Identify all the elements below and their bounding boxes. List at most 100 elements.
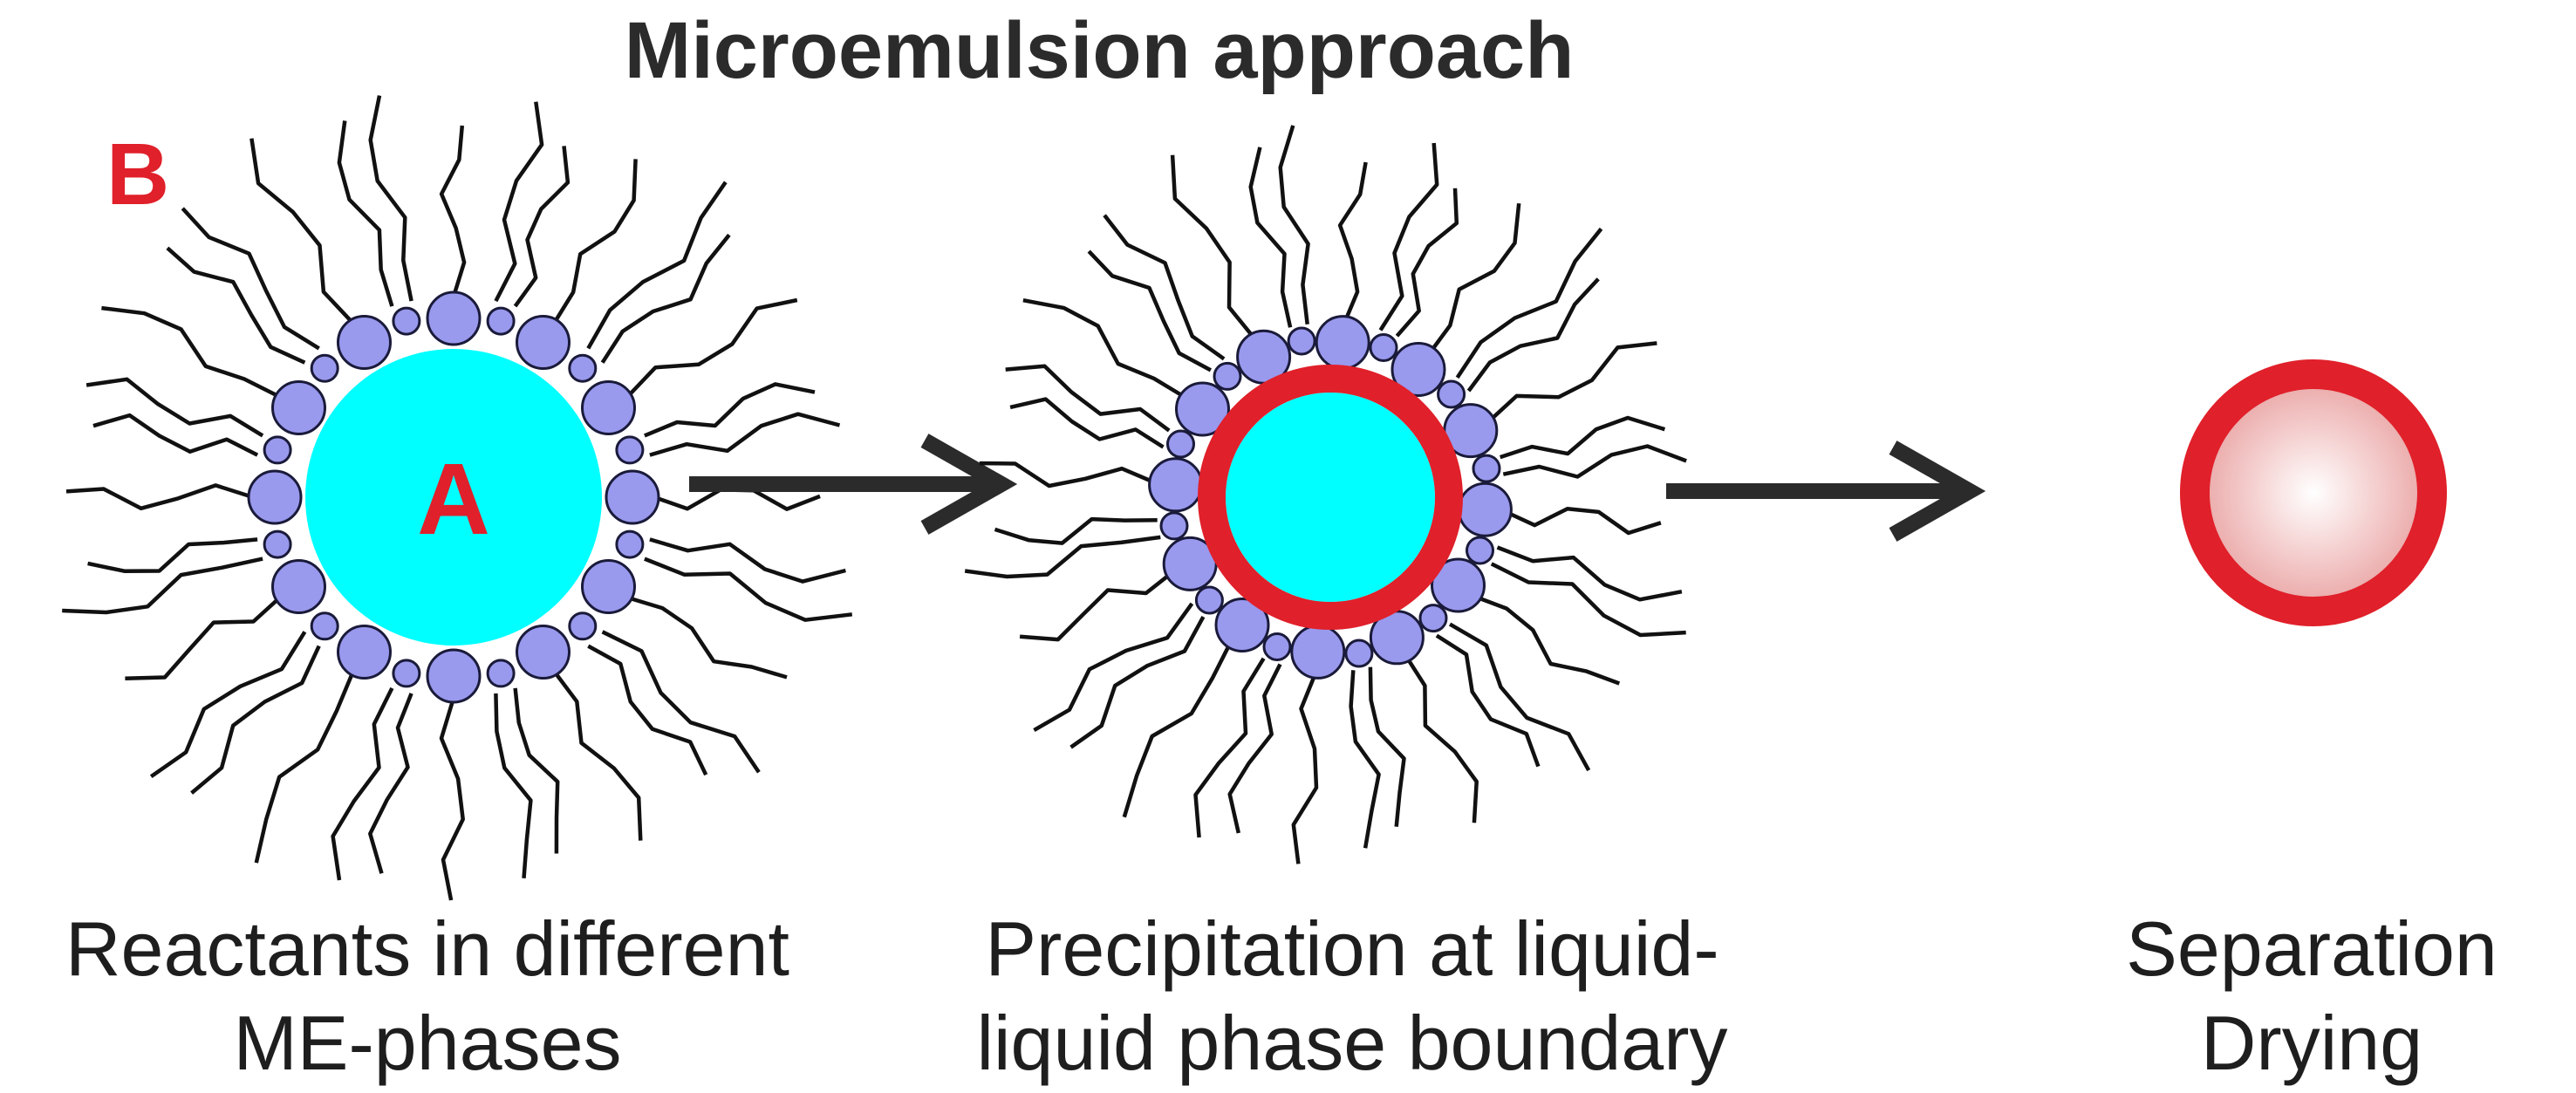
surfactant-tail (1122, 639, 1233, 818)
caption-line: Reactants in different (65, 905, 789, 992)
right-arrow-icon (689, 434, 1018, 535)
surfactant-tail (1496, 545, 1683, 602)
surfactant-head (271, 559, 326, 614)
surfactant-tail (62, 557, 263, 615)
surfactant-head (1290, 624, 1346, 680)
surfactant-tail (587, 644, 708, 776)
surfactant-head (1166, 429, 1195, 459)
surfactant-tail (552, 669, 643, 841)
diagram-title: Microemulsion approach (624, 6, 1575, 95)
surfactant-head (1148, 457, 1204, 513)
surfactant-head (615, 529, 645, 559)
surfactant-tail (552, 159, 638, 324)
surfactant-head (568, 353, 598, 383)
surfactant-head (516, 315, 571, 370)
surfactant-head (1315, 315, 1370, 371)
surfactant-head (1262, 632, 1292, 661)
surfactant-head (263, 529, 292, 559)
dried-particle (2180, 359, 2447, 626)
surfactant-head (1472, 454, 1501, 483)
surfactant-tail (149, 631, 307, 779)
surfactant-tails (964, 125, 1687, 864)
surfactant-tail (1033, 602, 1194, 733)
surfactant-tail (331, 687, 394, 881)
surfactant-tail (85, 377, 264, 438)
surfactant-tail (439, 697, 465, 901)
surfactant-head (1418, 604, 1448, 633)
surfactant-tail (1448, 622, 1591, 772)
surfactant-tail (65, 483, 254, 511)
surfactant-tail (649, 537, 846, 584)
surfactant-heads (247, 290, 660, 704)
surfactant-tail (1009, 397, 1165, 449)
surfactant-tail (190, 645, 321, 795)
caption-precipitation: Precipitation at liquid- liquid phase bo… (890, 902, 1814, 1090)
surfactant-head (1437, 379, 1466, 409)
surfactant-tail (1466, 277, 1600, 393)
reactant-core (1226, 393, 1435, 602)
surfactant-head (263, 435, 292, 465)
surfactant-tail (1378, 142, 1439, 331)
surfactant-tail (368, 95, 413, 302)
surfactant-head (337, 625, 392, 680)
surfactant-head (1390, 342, 1446, 397)
surfactant-head (1159, 511, 1189, 541)
surfactant-tail (601, 630, 761, 774)
surfactant-tails (62, 95, 853, 901)
core-label: A (417, 442, 490, 556)
surfactant-tail (600, 233, 731, 364)
surfactant-head (247, 469, 303, 525)
surfactant-tail (586, 181, 728, 350)
surfactant-head (271, 380, 326, 435)
surfactant-head (392, 659, 421, 688)
surfactant-head (568, 611, 598, 641)
surfactant-head (310, 611, 339, 641)
surfactant-tail (337, 120, 394, 307)
surfactant-tail (439, 125, 467, 297)
surfactant-head (337, 315, 392, 370)
micelle-reactants: A (62, 95, 853, 901)
surfactant-tail (1395, 188, 1459, 338)
reactant-core (305, 349, 602, 646)
surfactant-tail (644, 382, 816, 438)
surfactant-tail (1502, 444, 1687, 479)
surfactant-head (1457, 482, 1513, 537)
surfactant-tail (653, 488, 821, 511)
micelle-precipitation (964, 125, 1687, 864)
surfactant-tail (125, 596, 282, 680)
surfactant-head (426, 648, 482, 704)
surfactant-tail (644, 557, 853, 622)
surfactant-tail (1069, 616, 1206, 749)
surfactant-tail (92, 413, 259, 457)
surfactant-head (1213, 361, 1242, 391)
surfactant-head (1175, 381, 1230, 437)
surfactant-tail (1103, 214, 1226, 361)
surfactant-tail (254, 670, 356, 864)
caption-reactants: Reactants in different ME-phases (0, 902, 855, 1090)
surfactant-tail (1291, 670, 1319, 864)
particle-shell (2180, 359, 2447, 626)
surfactant-heads (1148, 315, 1513, 680)
surfactant-tail (1455, 227, 1603, 379)
surfactant-tail (625, 297, 798, 399)
surfactant-tail (1499, 415, 1666, 460)
surfactant-head (1431, 557, 1486, 613)
caption-line: Separation (2126, 905, 2497, 992)
surfactant-tail (1503, 506, 1662, 536)
caption-line: liquid phase boundary (976, 1000, 1728, 1086)
surfactant-tail (1019, 570, 1174, 642)
surfactant-head (581, 380, 636, 435)
surfactant-tail (1490, 562, 1686, 638)
surfactant-tail (249, 138, 355, 325)
surfactant-head (486, 306, 516, 336)
surfactant-tail (494, 101, 544, 303)
surfactant-head (605, 469, 660, 525)
surfactant-head (310, 353, 339, 383)
surfactant-head (516, 625, 571, 680)
caption-line: Drying (2200, 1000, 2423, 1086)
surfactant-head (1369, 333, 1398, 362)
surfactant-tail (1427, 202, 1521, 355)
surfactant-head (1287, 326, 1316, 356)
precipitate-shell (1198, 365, 1463, 630)
surfactant-head (1466, 536, 1494, 565)
